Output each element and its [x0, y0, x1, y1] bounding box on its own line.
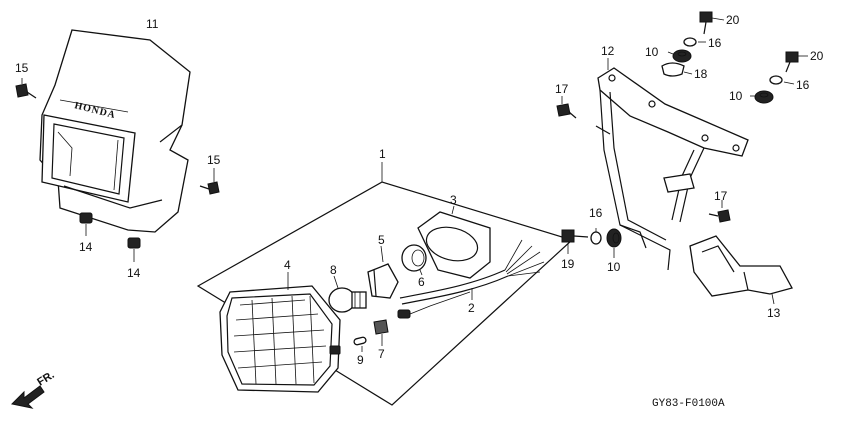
position-socket — [373, 319, 389, 346]
callout-grommet-left-upper: 10 — [645, 45, 659, 59]
screw-cowl-mid — [199, 168, 220, 195]
washer-upper-left — [683, 37, 706, 47]
grommet-right-upper — [750, 90, 774, 104]
callout-position-bulb: 9 — [357, 353, 364, 367]
callout-washer-upper-left: 16 — [708, 36, 722, 50]
headlight-case — [417, 205, 491, 279]
callout-bolt-top-right: 20 — [810, 49, 824, 63]
wire-harness — [397, 239, 545, 319]
callout-wire-harness: 2 — [468, 301, 475, 315]
callout-washer-mid: 16 — [589, 206, 603, 220]
callout-cap: 18 — [694, 67, 708, 81]
callout-grommet-right-upper: 10 — [729, 89, 743, 103]
callout-bolt-top-left: 20 — [726, 13, 740, 27]
callout-headlight-assembly: 1 — [379, 147, 386, 161]
callout-position-socket: 7 — [378, 347, 385, 361]
headlight-bulb — [328, 275, 367, 313]
grommet-mid — [606, 228, 622, 258]
callout-headlight-bulb: 8 — [330, 263, 337, 277]
bracket — [689, 235, 793, 305]
front-direction-arrow-icon: FR. — [10, 369, 57, 409]
rubber-a — [79, 212, 93, 236]
callout-dust-cover: 6 — [418, 275, 425, 289]
callout-grommet-mid: 10 — [607, 260, 621, 274]
callout-bracket: 13 — [767, 306, 781, 320]
bolt-stay-top — [556, 96, 577, 119]
callout-headlight-unit: 4 — [284, 258, 291, 272]
callout-rubber-a: 14 — [79, 240, 93, 254]
headlight-unit — [219, 272, 341, 393]
direction-label: FR. — [35, 369, 56, 389]
callout-screw-cowl-left: 15 — [15, 61, 29, 75]
grommet-left-upper — [667, 49, 692, 63]
socket — [367, 245, 399, 299]
bolt-top-left — [699, 11, 725, 35]
rubber-b — [127, 237, 141, 262]
callout-socket: 5 — [378, 233, 385, 247]
callout-bolt-mid: 19 — [561, 257, 575, 271]
callout-cowl: 11 — [146, 17, 159, 31]
drawing-code: GY83-F0100A — [652, 398, 725, 410]
stay — [595, 58, 749, 271]
callout-stay: 12 — [601, 44, 615, 58]
callout-bolt-bracket: 17 — [714, 189, 728, 203]
bolt-bracket — [708, 200, 731, 223]
callout-washer-upper-right: 16 — [796, 78, 810, 92]
washer-upper-right — [769, 75, 795, 85]
bolt-top-right — [785, 51, 808, 73]
callout-rubber-b: 14 — [127, 266, 141, 280]
callout-bolt-stay-top: 17 — [555, 82, 569, 96]
dust-cover — [401, 244, 427, 276]
callout-headlight-case: 3 — [450, 193, 457, 207]
cap — [661, 62, 693, 77]
position-bulb — [353, 336, 367, 352]
bolt-mid — [561, 229, 589, 254]
screw-cowl-left — [15, 78, 37, 99]
callout-screw-cowl-mid: 15 — [207, 153, 221, 167]
cowl: HONDA — [39, 29, 191, 233]
washer-mid — [590, 228, 602, 245]
